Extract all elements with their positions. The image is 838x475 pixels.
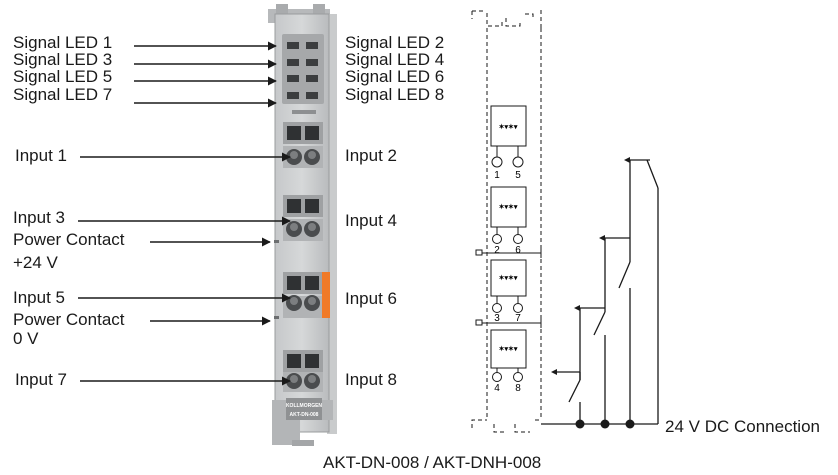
- label-input-1: Input 1: [15, 146, 67, 165]
- label-power-contact-positive: Power Contact: [13, 230, 125, 249]
- terminal-number-5: 5: [515, 170, 521, 181]
- signal-led-window: [282, 34, 324, 104]
- input-channel-2-6: ✶▾✶▾ 2 6: [490, 186, 527, 256]
- svg-text:✶▾✶▾: ✶▾✶▾: [499, 274, 518, 282]
- svg-text:✶▾✶▾: ✶▾✶▾: [499, 123, 518, 131]
- orange-power-marker: [322, 272, 330, 318]
- label-signal-led-3: Signal LED 3: [13, 50, 113, 69]
- label-arrows: [78, 41, 291, 386]
- terminal-number-8: 8: [515, 383, 521, 394]
- io-module-body: KOLLMORGEN AKT-DN-008: [268, 4, 337, 446]
- label-power-contact-negative-value: 0 V: [13, 329, 39, 348]
- label-24v-dc-connection: 24 V DC Connection: [665, 417, 820, 436]
- wiring-schematic: ✶▾✶▾ 1 5 ✶▾✶▾ 2 6 ✶▾✶▾ 3: [471, 10, 659, 433]
- module-brand-text: KOLLMORGEN: [286, 403, 322, 409]
- label-input-5: Input 5: [13, 288, 65, 307]
- svg-text:✶▾✶▾: ✶▾✶▾: [499, 345, 518, 353]
- terminal-number-1: 1: [494, 170, 500, 181]
- label-input-8: Input 8: [345, 370, 397, 389]
- terminal-number-4: 4: [494, 383, 500, 394]
- label-input-3: Input 3: [13, 208, 65, 227]
- input-channel-4-8: ✶▾✶▾ 4 8: [490, 329, 527, 394]
- label-signal-led-6: Signal LED 6: [345, 67, 445, 86]
- label-signal-led-2: Signal LED 2: [345, 33, 445, 52]
- terminal-number-2: 2: [494, 245, 500, 256]
- label-input-2: Input 2: [345, 146, 397, 165]
- module-model-text: AKT-DN-008: [290, 412, 319, 418]
- input-channel-3-7: ✶▾✶▾ 3 7: [490, 259, 527, 324]
- terminal-block-1: [283, 122, 323, 168]
- terminal-block-4: [283, 350, 323, 392]
- terminal-block-2: [283, 195, 323, 241]
- dc-bus: [541, 159, 659, 425]
- figure-caption: AKT-DN-008 / AKT-DNH-008: [323, 453, 542, 472]
- input-channel-1-5: ✶▾✶▾ 1 5: [490, 105, 527, 181]
- label-input-4: Input 4: [345, 211, 397, 230]
- label-signal-led-7: Signal LED 7: [13, 85, 113, 104]
- label-input-6: Input 6: [345, 289, 397, 308]
- label-power-contact-negative: Power Contact: [13, 310, 125, 329]
- terminal-number-3: 3: [494, 313, 500, 324]
- label-input-7: Input 7: [15, 370, 67, 389]
- terminal-number-7: 7: [515, 313, 521, 324]
- label-signal-led-8: Signal LED 8: [345, 85, 445, 104]
- label-signal-led-5: Signal LED 5: [13, 67, 113, 86]
- terminal-number-6: 6: [515, 245, 521, 256]
- label-power-contact-positive-value: +24 V: [13, 253, 58, 272]
- svg-text:✶▾✶▾: ✶▾✶▾: [499, 203, 518, 211]
- label-signal-led-4: Signal LED 4: [345, 50, 445, 69]
- label-signal-led-1: Signal LED 1: [13, 33, 113, 52]
- terminal-block-3: [283, 272, 323, 318]
